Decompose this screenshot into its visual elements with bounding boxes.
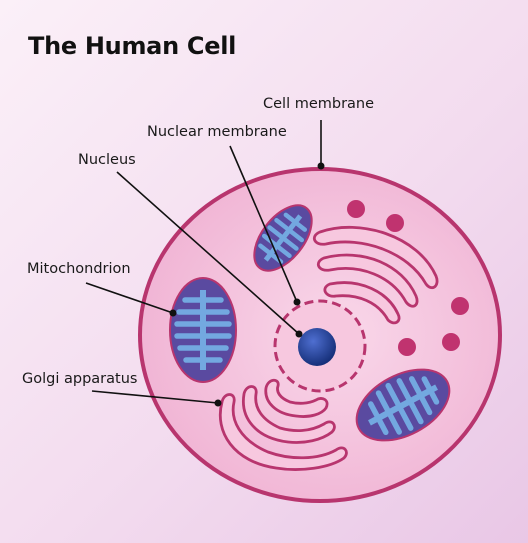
nucleus-leader-dot <box>295 330 303 338</box>
vesicles <box>347 200 469 356</box>
nuclear-membrane-leader-dot <box>293 298 301 306</box>
vesicle <box>347 200 365 218</box>
mitochondrion-leader-dot <box>169 309 177 317</box>
leader-lines <box>85 120 325 407</box>
nucleus <box>298 328 336 366</box>
mitochondrion-left <box>169 277 237 383</box>
golgi-bottom <box>218 378 348 471</box>
vesicle <box>451 297 469 315</box>
vesicle <box>398 338 416 356</box>
golgi-leader <box>91 390 219 404</box>
vesicle <box>442 333 460 351</box>
vesicle <box>386 214 404 232</box>
nuclear-membrane-leader <box>229 145 298 303</box>
golgi-top <box>312 225 439 325</box>
label-nucleus: Nucleus <box>78 152 136 168</box>
mitochondrion-right <box>355 368 451 442</box>
label-golgi-apparatus: Golgi apparatus <box>22 371 137 387</box>
cell-membrane-leader-dot <box>317 162 325 170</box>
label-nuclear-membrane: Nuclear membrane <box>147 124 287 140</box>
golgi-leader-dot <box>214 399 222 407</box>
label-cell-membrane: Cell membrane <box>263 96 374 112</box>
mitochondrion-leader <box>85 282 174 314</box>
label-mitochondrion: Mitochondrion <box>27 261 131 277</box>
mitochondrion-top <box>253 204 313 272</box>
diagram-title: The Human Cell <box>28 32 237 60</box>
nucleus-leader <box>116 171 300 335</box>
